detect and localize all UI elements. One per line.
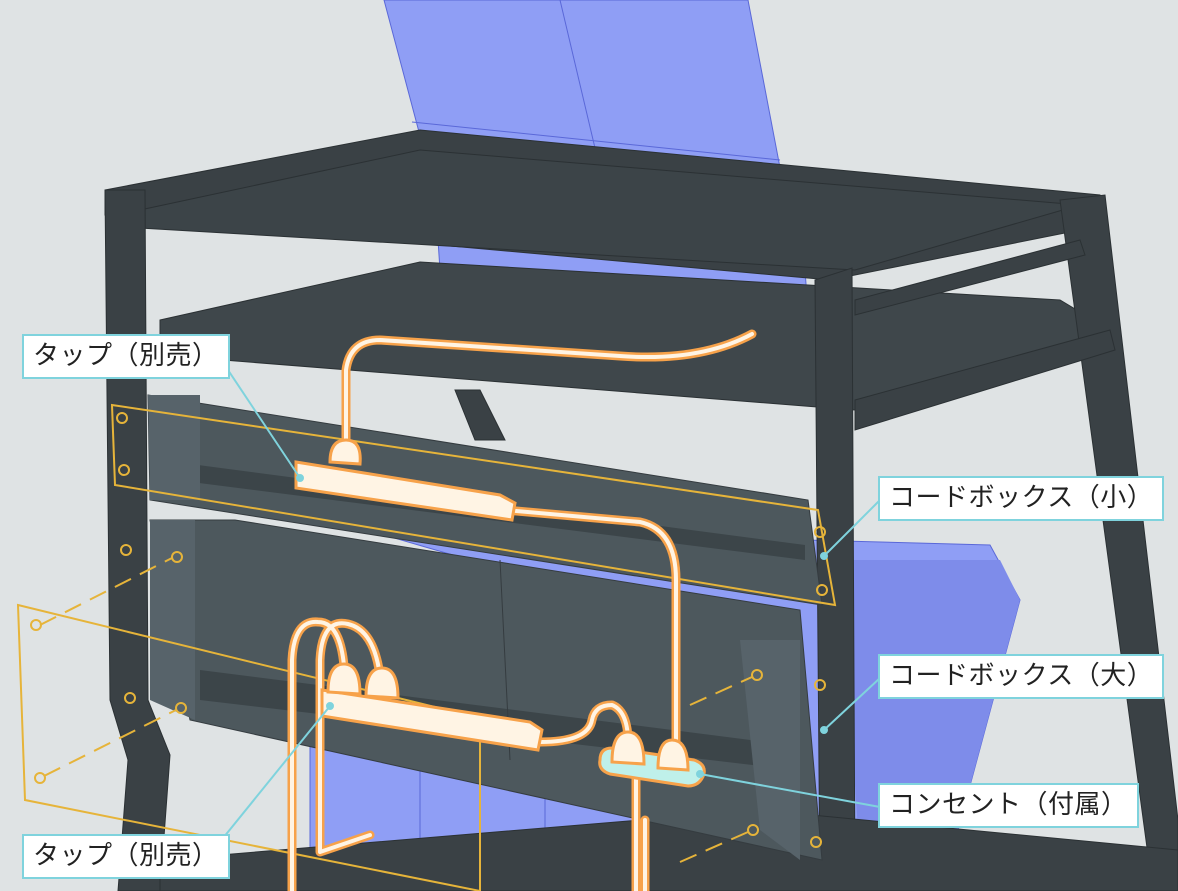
label-tap-bottom: タップ（別売） [22, 834, 230, 879]
leader-lines [214, 357, 881, 849]
label-cord-box-large: コードボックス（大） [878, 654, 1165, 699]
power-tap-top [294, 438, 517, 522]
cord-box-small-outline [110, 403, 837, 848]
rack-frame [104, 129, 1178, 891]
label-tap-top: タップ（別売） [22, 334, 230, 379]
cables [287, 329, 757, 891]
label-outlet: コンセント（付属） [878, 783, 1139, 828]
power-tap-bottom [320, 662, 544, 752]
rear-panel-exploded [16, 551, 763, 891]
label-cord-box-small: コードボックス（小） [878, 476, 1165, 521]
